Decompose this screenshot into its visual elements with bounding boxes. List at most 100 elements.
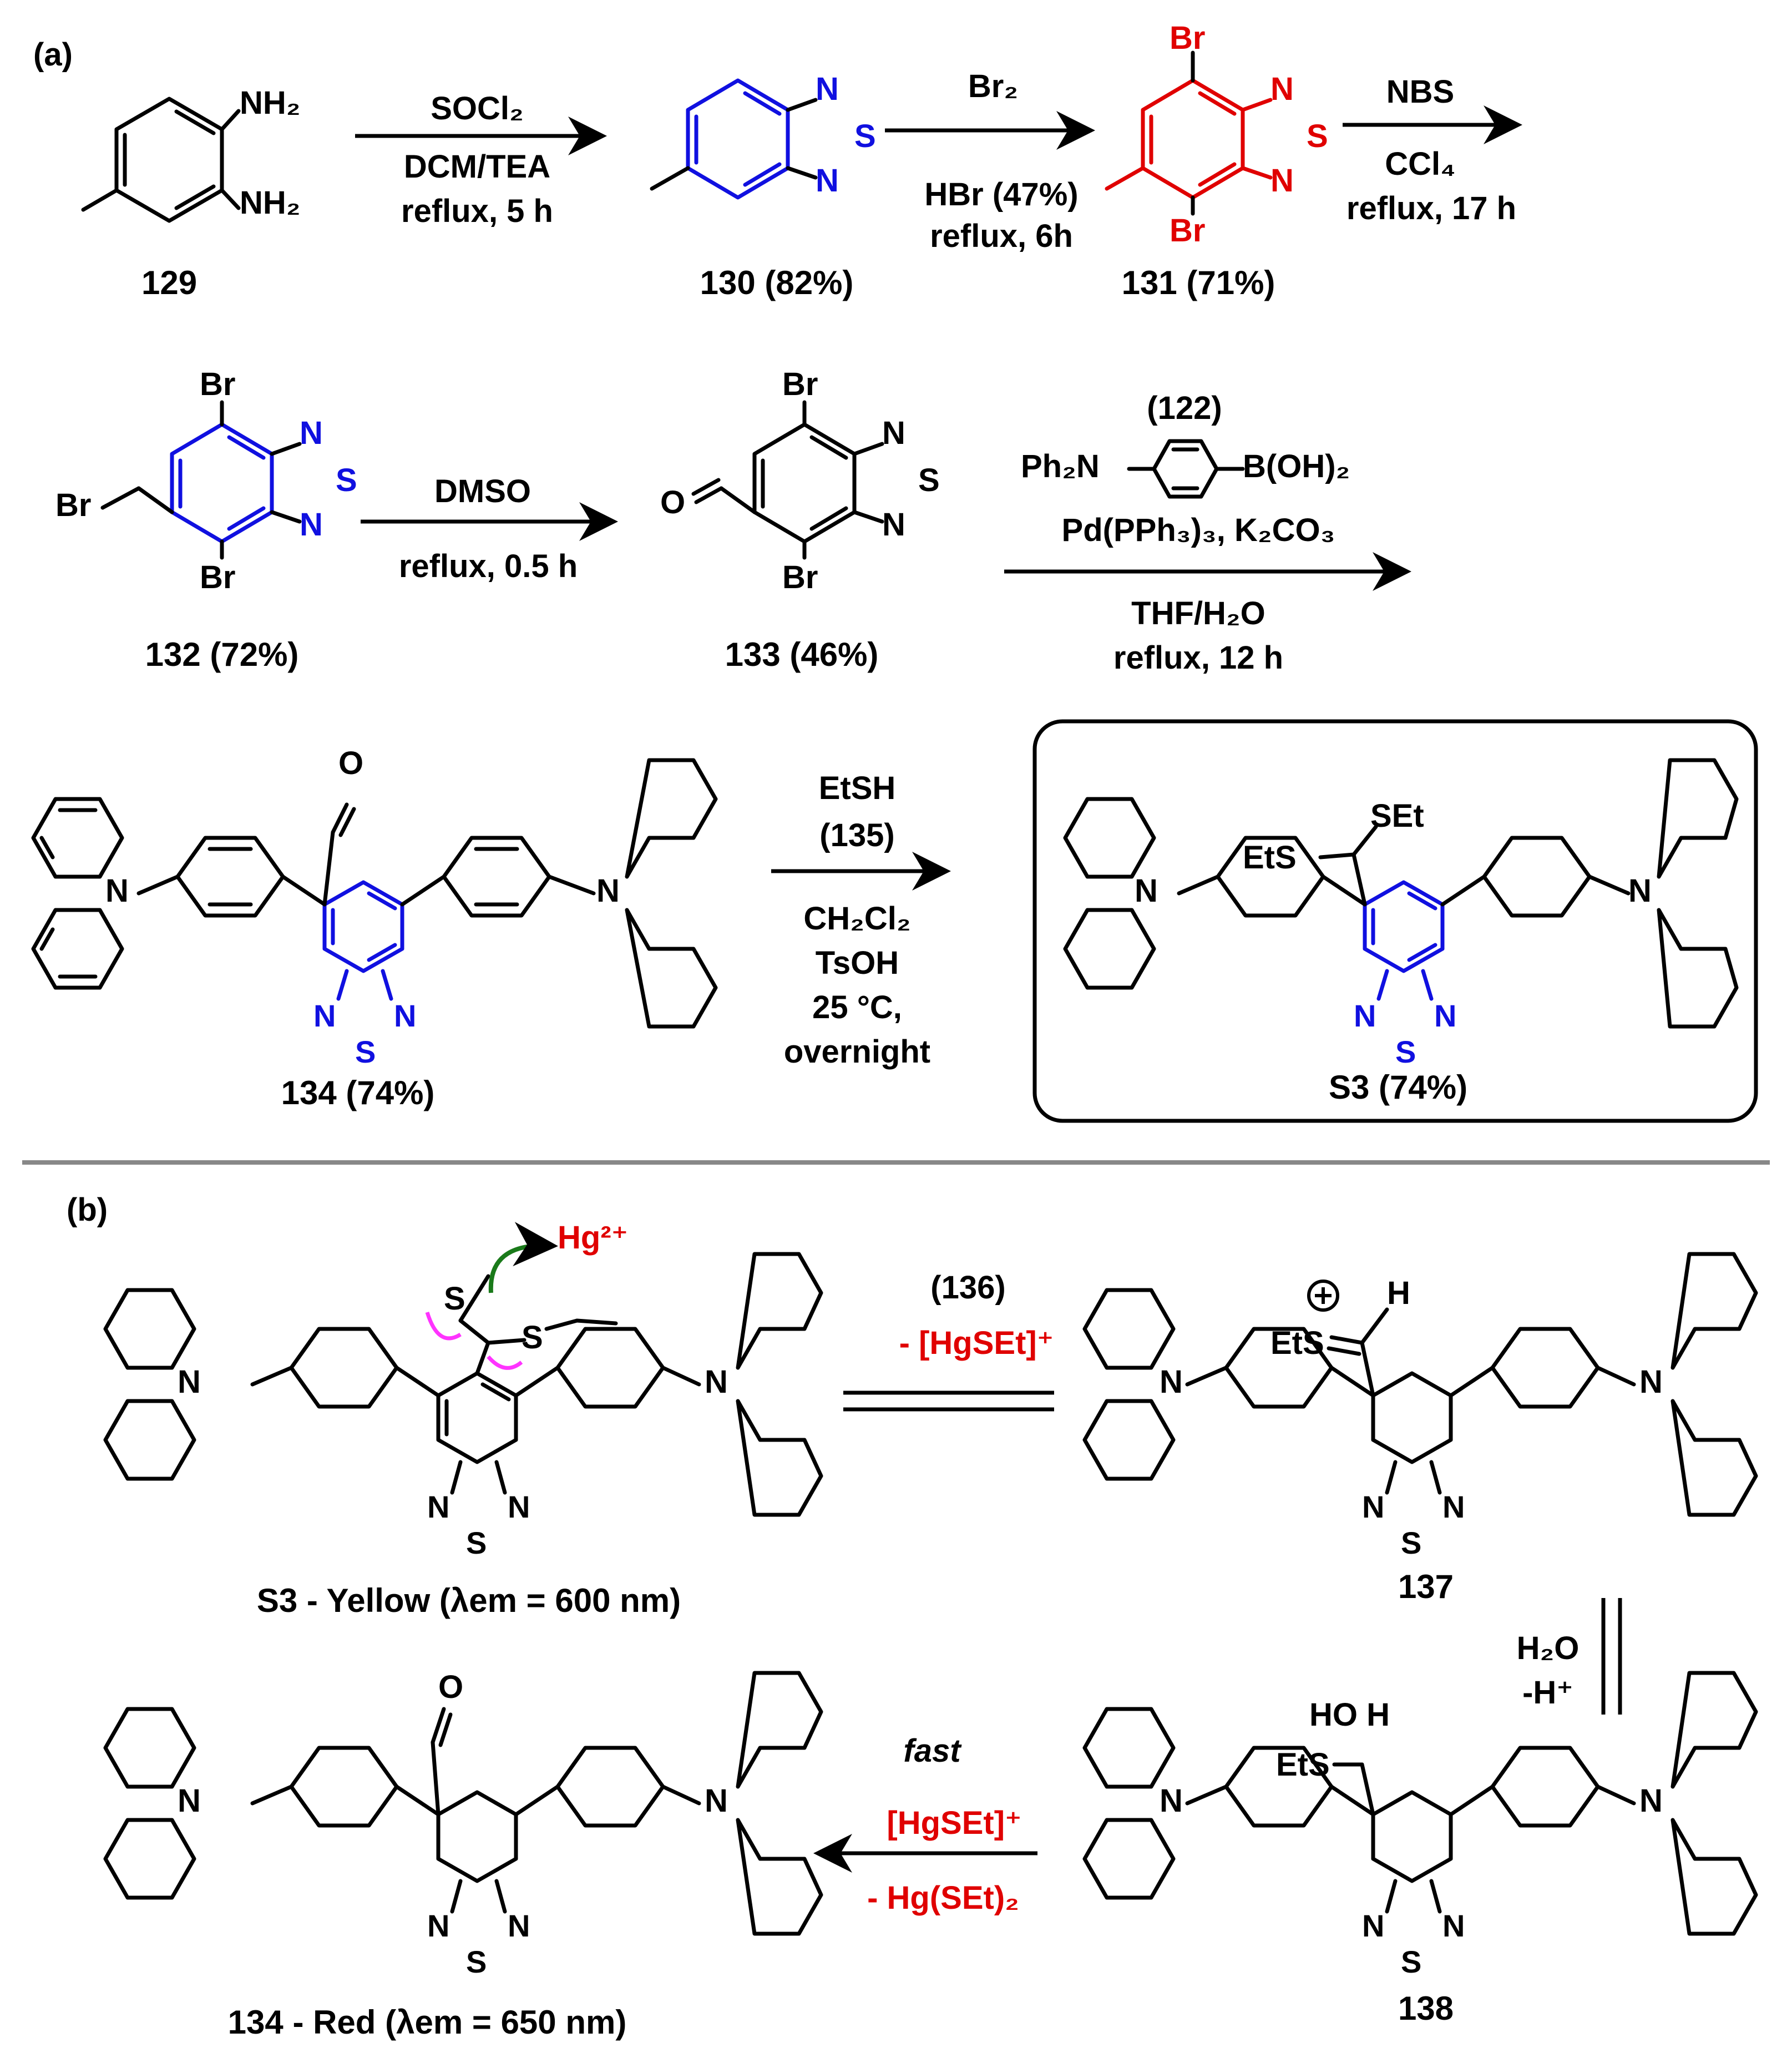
magenta-arrow-right	[487, 1355, 523, 1370]
red-134-caption: 134 - Red (λem = 650 nm)	[228, 2004, 627, 2041]
label-s: S	[336, 462, 357, 498]
structure-s3: N N S SEt EtS N N S3 (74%)	[1063, 758, 1739, 1106]
label-n-amine-right: N	[705, 1364, 728, 1400]
label-s: S	[1401, 1525, 1421, 1560]
label-br-bottom: Br	[200, 559, 235, 595]
label-n-bottom: N	[1270, 163, 1294, 199]
label-br-bottom: Br	[782, 559, 818, 595]
compound-s3-label: S3 (74%)	[1329, 1069, 1467, 1106]
label-n-bottom: N	[882, 507, 905, 543]
conditions-pd-k2co3: Pd(PPh₃)₃, K₂CO₃	[1062, 512, 1335, 548]
label-n-top: N	[882, 415, 905, 451]
label-h: H	[1387, 1275, 1410, 1311]
label-br-top: Br	[200, 366, 235, 402]
reagent-br2: Br₂	[968, 68, 1018, 104]
label-136: (136)	[930, 1270, 1005, 1306]
label-s-thioether-2: S	[522, 1319, 543, 1356]
structure-134-mechanism: N N S O N N 134 - Red (λem = 650 nm)	[103, 1669, 823, 2041]
label-n-amine-right: N	[1628, 873, 1652, 909]
reagent-dmso: DMSO	[434, 473, 531, 509]
label-br-left: Br	[55, 487, 91, 523]
label-n-amine-right: N	[1639, 1364, 1663, 1400]
label-s: S	[466, 1525, 487, 1560]
label-hgset-plus: - [HgSEt]⁺	[899, 1325, 1054, 1361]
label-n-bottom: N	[816, 163, 839, 199]
conditions-reflux-12h: reflux, 12 h	[1113, 640, 1283, 676]
label-n-top: N	[300, 415, 323, 451]
panel-b-label: (b)	[67, 1192, 108, 1228]
compound-131-label: 131 (71%)	[1122, 264, 1275, 301]
label-n-amine-left: N	[1160, 1364, 1183, 1400]
compound-132-label: 132 (72%)	[145, 636, 299, 673]
label-n-amine-right: N	[1639, 1783, 1663, 1819]
label-n-left: N	[427, 1908, 449, 1943]
label-boh2: B(OH)₂	[1243, 448, 1350, 484]
conditions-thf-h2o: THF/H₂O	[1131, 595, 1265, 631]
label-o: O	[438, 1669, 463, 1705]
label-br-bottom: Br	[1170, 213, 1205, 249]
label-set-top: SEt	[1370, 798, 1424, 834]
label-n-top: N	[1270, 71, 1294, 107]
panel-a-label: (a)	[33, 37, 73, 73]
structure-138: N N S HO H EtS N N 138	[1082, 1671, 1758, 2027]
label-s: S	[355, 1034, 376, 1069]
structure-129: NH₂ NH₂ 129	[81, 85, 301, 301]
label-s: S	[1307, 118, 1328, 154]
label-h2o: H₂O	[1517, 1630, 1580, 1666]
magenta-arrow-left	[425, 1311, 462, 1341]
conditions-ccl4: CCl₄	[1385, 146, 1456, 182]
label-o: O	[338, 745, 363, 781]
structure-133: O Br Br N S N 133 (46%)	[660, 366, 940, 673]
label-n-amine-left: N	[1160, 1783, 1183, 1819]
label-n-amine-right: N	[705, 1783, 728, 1819]
conditions-ch2cl2: CH₂Cl₂	[803, 901, 910, 937]
conditions-reflux-17h: reflux, 17 h	[1346, 190, 1516, 226]
label-n-right: N	[394, 998, 416, 1033]
label-br-top: Br	[1170, 20, 1205, 56]
label-n-amine-left: N	[1135, 873, 1158, 909]
compound-138-label: 138	[1398, 1990, 1454, 2027]
structure-137: N N S H EtS N N 137	[1082, 1252, 1758, 1605]
label-n-left: N	[1354, 998, 1376, 1033]
label-ph2n: Ph₂N	[1021, 448, 1100, 484]
reagent-122: (122) Ph₂N B(OH)₂	[1021, 390, 1350, 499]
label-n-amine-left: N	[178, 1364, 201, 1400]
label-n-right: N	[1442, 1908, 1465, 1943]
label-n-right: N	[508, 1908, 530, 1943]
structure-130: N S N 130 (82%)	[650, 71, 876, 301]
label-s: S	[466, 1944, 487, 1979]
label-n-left: N	[427, 1489, 449, 1524]
compound-137-label: 137	[1398, 1568, 1454, 1605]
label-n-left: N	[313, 998, 336, 1033]
label-nh2-top: NH₂	[240, 85, 301, 121]
label-n-bottom: N	[300, 507, 323, 543]
label-n-left: N	[1362, 1489, 1384, 1524]
label-s: S	[1401, 1944, 1421, 1979]
conditions-overnight: overnight	[784, 1034, 930, 1070]
label-fast: fast	[903, 1733, 962, 1769]
conditions-25c: 25 °C,	[812, 989, 902, 1025]
conditions-hbr: HBr (47%)	[924, 176, 1078, 213]
label-hg2plus: Hg²⁺	[558, 1220, 628, 1256]
conditions-reflux-6h: reflux, 6h	[930, 218, 1073, 254]
structure-s3-mechanism: N N S S S N N Hg²⁺ S3 - Yellow (λem = 60…	[103, 1220, 823, 1619]
s3-yellow-caption: S3 - Yellow (λem = 600 nm)	[257, 1582, 681, 1619]
compound-134-label: 134 (74%)	[281, 1074, 435, 1111]
conditions-tsoh: TsOH	[816, 945, 899, 981]
compound-133-label: 133 (46%)	[725, 636, 879, 673]
reagent-135: (135)	[819, 817, 894, 853]
label-nh2-bottom: NH₂	[240, 185, 301, 221]
label-n-top: N	[816, 71, 839, 107]
label-ho-h: HO H	[1309, 1697, 1390, 1733]
structure-134: N N S O N N 134 (74%)	[31, 745, 718, 1111]
label-n-right: N	[1434, 998, 1456, 1033]
reagent-nbs: NBS	[1386, 74, 1454, 110]
reagent-socl2: SOCl₂	[431, 90, 524, 127]
label-s-thioether-1: S	[444, 1281, 465, 1317]
label-s: S	[1395, 1034, 1416, 1069]
label-s: S	[918, 462, 940, 498]
conditions-reflux-05h: reflux, 0.5 h	[399, 548, 578, 584]
conditions-reflux-5h: reflux, 5 h	[401, 193, 553, 229]
compound-129-label: 129	[141, 264, 197, 301]
label-n-right: N	[1442, 1489, 1465, 1524]
